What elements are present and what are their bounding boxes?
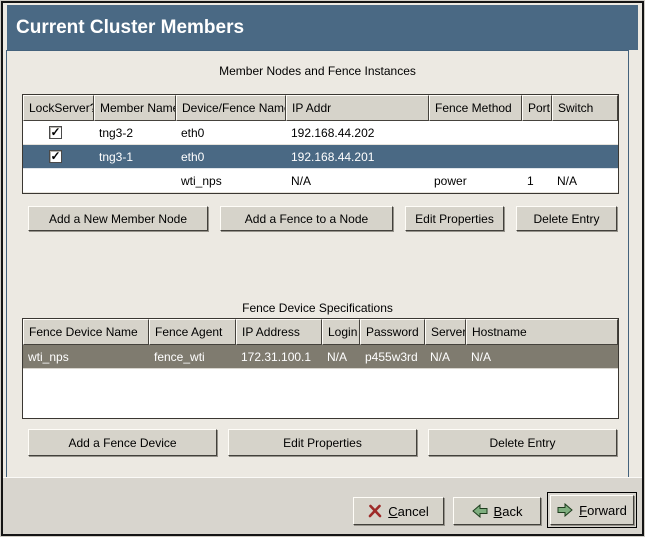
- cell-device-fence-name: wti_nps: [181, 173, 222, 188]
- lockserver-checkbox[interactable]: ✓: [49, 150, 62, 163]
- members-table[interactable]: LockServer? Member Name Device/Fence Nam…: [22, 94, 619, 194]
- cell-fence-agent: fence_wti: [154, 349, 205, 364]
- cell-server: N/A: [430, 349, 451, 364]
- table-row[interactable]: wti_nps N/A power 1 N/A: [23, 169, 618, 193]
- column-header-switch[interactable]: Switch: [552, 95, 618, 121]
- column-header-port[interactable]: Port: [522, 95, 552, 121]
- column-header-fence-method[interactable]: Fence Method: [429, 95, 522, 121]
- cell-switch: N/A: [557, 173, 578, 188]
- column-header-member-name[interactable]: Member Name: [94, 95, 176, 121]
- cell-device-fence-name: eth0: [181, 149, 205, 164]
- fence-table-header: Fence Device Name Fence Agent IP Address…: [23, 319, 618, 345]
- table-row[interactable]: ✓ tng3-2 eth0 192.168.44.202: [23, 121, 618, 145]
- cell-ip-addr: N/A: [291, 173, 312, 188]
- column-header-fence-device-name[interactable]: Fence Device Name: [23, 319, 149, 345]
- cell-port: 1: [527, 173, 534, 188]
- fence-table-caption: Fence Device Specifications: [242, 301, 393, 315]
- back-button[interactable]: Back: [453, 497, 541, 525]
- cancel-x-icon: [368, 504, 382, 518]
- forward-button-default-frame: Forward: [547, 492, 637, 528]
- column-header-fence-agent[interactable]: Fence Agent: [149, 319, 236, 345]
- arrow-left-icon: [471, 504, 488, 518]
- table-row-selected[interactable]: wti_nps fence_wti 172.31.100.1 N/A p455w…: [23, 345, 618, 369]
- cancel-button[interactable]: Cancel: [353, 497, 444, 525]
- cell-login: N/A: [327, 349, 348, 364]
- column-header-lockserver[interactable]: LockServer?: [23, 95, 94, 121]
- content-frame: Member Nodes and Fence Instances LockSer…: [6, 50, 629, 478]
- add-fence-to-node-button[interactable]: Add a Fence to a Node: [220, 206, 393, 231]
- delete-entry-button[interactable]: Delete Entry: [428, 429, 617, 456]
- column-header-password[interactable]: Password: [360, 319, 425, 345]
- forward-button[interactable]: Forward: [550, 495, 634, 525]
- column-header-ip-address[interactable]: IP Address: [236, 319, 322, 345]
- cell-member-name: tng3-2: [99, 125, 134, 140]
- cell-fence-method: power: [434, 173, 467, 188]
- fence-table[interactable]: Fence Device Name Fence Agent IP Address…: [22, 318, 619, 419]
- edit-properties-button[interactable]: Edit Properties: [228, 429, 417, 456]
- cell-device-fence-name: eth0: [181, 125, 205, 140]
- column-header-ip-addr[interactable]: IP Addr: [286, 95, 429, 121]
- column-header-login[interactable]: Login: [322, 319, 360, 345]
- lockserver-checkbox[interactable]: ✓: [49, 126, 62, 139]
- column-header-hostname[interactable]: Hostname: [466, 319, 618, 345]
- column-header-device-fence-name[interactable]: Device/Fence Name: [176, 95, 286, 121]
- edit-properties-button[interactable]: Edit Properties: [405, 206, 504, 231]
- window-title: Current Cluster Members: [16, 16, 245, 38]
- cell-member-name: tng3-1: [99, 149, 134, 164]
- footer-action-bar: Cancel Back Forward: [3, 477, 642, 534]
- members-table-caption: Member Nodes and Fence Instances: [219, 64, 416, 78]
- cell-ip-addr: 192.168.44.201: [291, 149, 375, 164]
- delete-entry-button[interactable]: Delete Entry: [516, 206, 617, 231]
- cell-hostname: N/A: [471, 349, 492, 364]
- table-row-selected[interactable]: ✓ tng3-1 eth0 192.168.44.201: [23, 145, 618, 169]
- cell-ip-address: 172.31.100.1: [241, 349, 312, 364]
- arrow-right-icon: [557, 503, 573, 517]
- add-member-node-button[interactable]: Add a New Member Node: [28, 206, 208, 231]
- members-table-header: LockServer? Member Name Device/Fence Nam…: [23, 95, 618, 121]
- cell-fence-device-name: wti_nps: [28, 349, 69, 364]
- add-fence-device-button[interactable]: Add a Fence Device: [28, 429, 217, 456]
- cell-ip-addr: 192.168.44.202: [291, 125, 375, 140]
- cell-password: p455w3rd: [365, 349, 418, 364]
- column-header-server[interactable]: Server: [425, 319, 466, 345]
- titlebar: Current Cluster Members: [7, 5, 638, 50]
